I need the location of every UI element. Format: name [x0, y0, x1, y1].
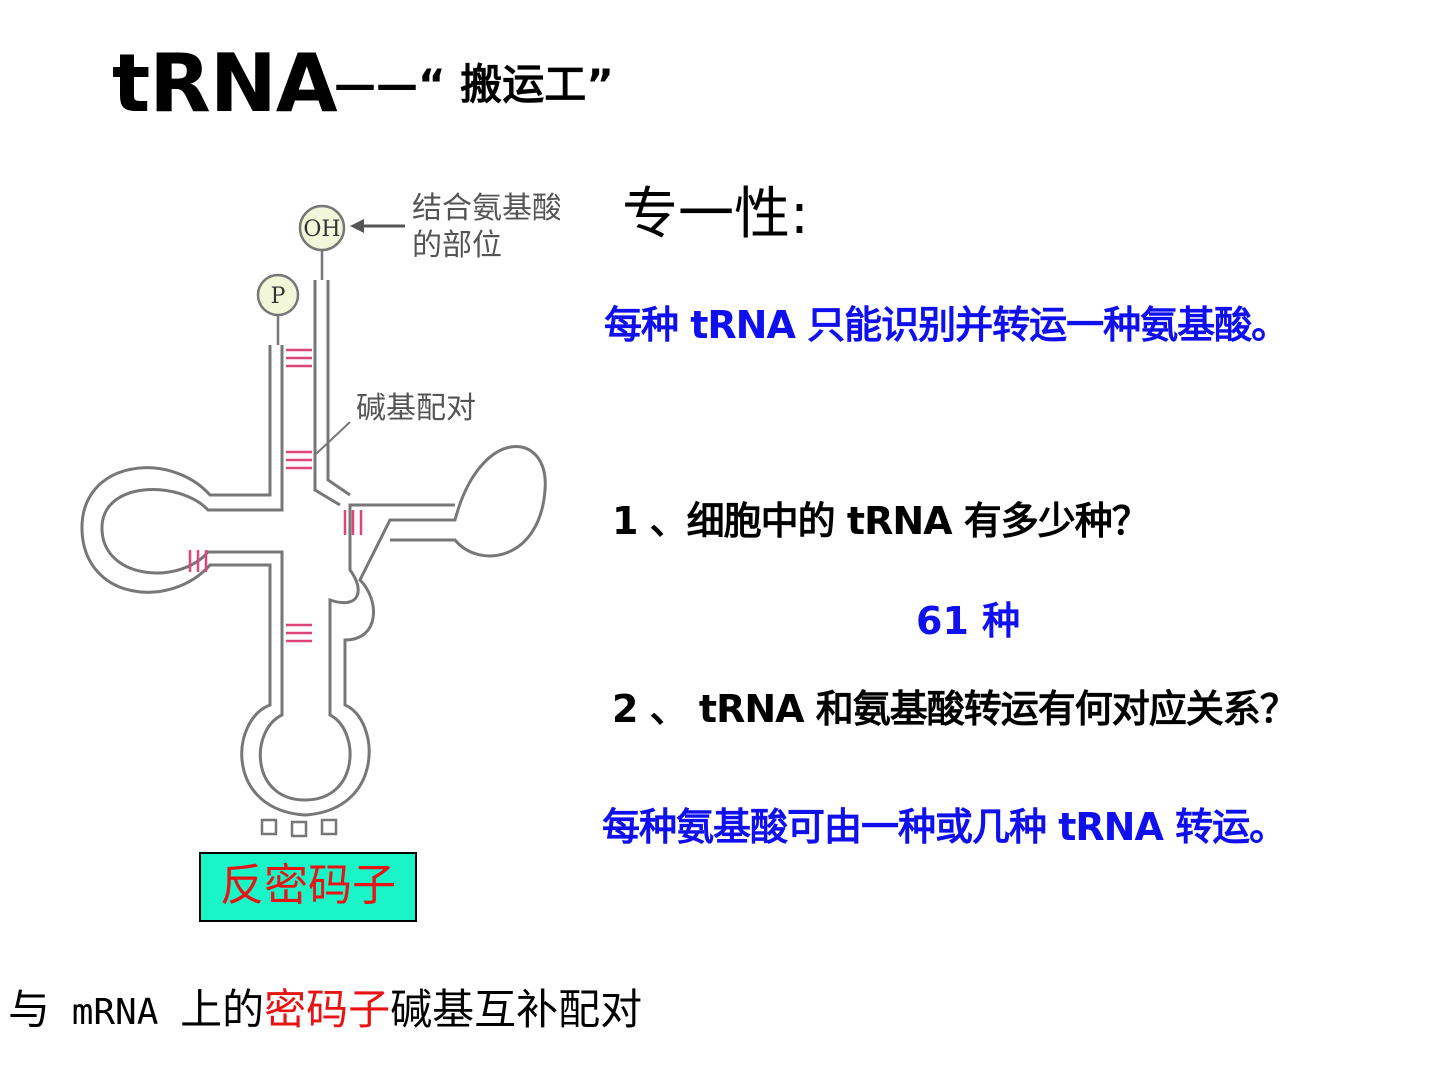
acceptor-stem-right [313, 280, 341, 507]
amino-site-arrow [350, 219, 405, 233]
p-group: P [256, 273, 300, 345]
answer-1: 61 种 [916, 599, 1021, 643]
base-pair-label: 碱基配对 [356, 391, 476, 426]
trna-outline-inner [100, 345, 455, 802]
caption-part2: 上的 [180, 985, 265, 1034]
trna-cloverleaf-diagram: OH P 结合氨基酸 的部位 碱基配对 [80, 191, 560, 838]
specificity-heading: 专一性: [622, 182, 809, 247]
caption-part1: 与 [8, 985, 51, 1034]
page-title: tRNA [112, 37, 338, 130]
caption-codon: 密码子 [264, 985, 391, 1034]
anticodon-label-box: 反密码子 [199, 852, 417, 922]
oh-label: OH [303, 217, 340, 242]
p-label: P [271, 284, 286, 309]
bottom-caption: 与 mRNA 上的密码子碱基互补配对 [8, 976, 642, 1037]
base-pair-marks [188, 348, 363, 643]
specificity-description: 每种 tRNA 只能识别并转运一种氨基酸。 [604, 303, 1289, 347]
oh-group: OH [298, 204, 346, 280]
amino-site-label-line2: 的部位 [412, 228, 502, 263]
anticodon-bases [260, 818, 338, 838]
trna-outline-outer [80, 360, 547, 817]
caption-mrna: mRNA [50, 992, 181, 1033]
question-2: 2 、 tRNA 和氨基酸转运有何对应关系？ [612, 687, 1298, 731]
caption-part3: 碱基互补配对 [390, 985, 643, 1034]
answer-2: 每种氨基酸可由一种或几种 tRNA 转运。 [602, 805, 1287, 849]
question-1: 1 、细胞中的 tRNA 有多少种？ [612, 499, 1150, 543]
acceptor-stem-right-inner [326, 280, 351, 497]
amino-site-label-line1: 结合氨基酸 [412, 191, 560, 226]
page-subtitle: ——“ 搬运工” [334, 60, 614, 109]
